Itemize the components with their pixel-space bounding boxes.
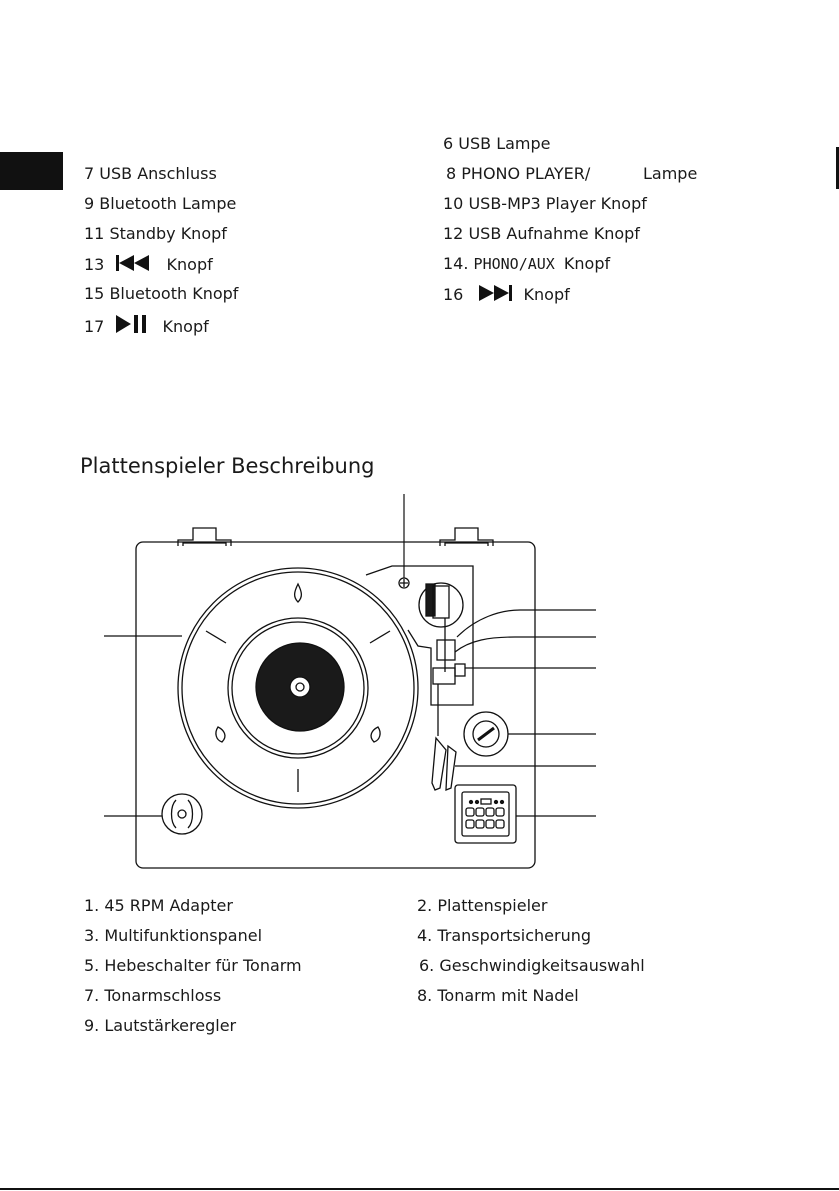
page-edge-marker — [836, 147, 839, 189]
tonearm-pivot — [418, 582, 464, 628]
section-title: Plattenspieler Beschreibung — [80, 454, 375, 478]
rpm-adapter — [161, 793, 203, 835]
legend-item-13-label: Knopf — [166, 255, 213, 274]
platter — [177, 567, 419, 809]
tonearm-headshell — [431, 736, 447, 791]
part-3: 3. Multifunktionspanel — [84, 926, 263, 945]
legend-item-9: 9 Bluetooth Lampe — [84, 194, 237, 213]
legend-item-8-suffix: Lampe — [643, 164, 698, 183]
part-9: 9. Lautstärkeregler — [84, 1016, 237, 1035]
legend-item-7: 7 USB Anschluss — [84, 164, 217, 183]
legend-item-17-label: Knopf — [162, 317, 209, 336]
legend-item-13-number: 13 — [84, 255, 105, 274]
previous-track-icon — [116, 255, 150, 271]
part-8: 8. Tonarm mit Nadel — [417, 986, 579, 1005]
legend-item-16-number: 16 — [443, 285, 464, 304]
legend-item-13: 13 Knopf — [84, 254, 213, 275]
next-track-icon — [479, 285, 513, 301]
legend-item-14-label: Knopf — [563, 254, 611, 273]
legend-item-15: 15 Bluetooth Knopf — [84, 284, 239, 303]
part-7: 7. Tonarmschloss — [84, 986, 222, 1005]
legend-item-14: 14. PHONO/AUX Knopf — [443, 254, 610, 274]
legend-item-6: 6 USB Lampe — [443, 134, 551, 153]
multifunction-panel — [454, 784, 517, 844]
part-5: 5. Hebeschalter für Tonarm — [84, 956, 302, 975]
legend-item-16-label: Knopf — [523, 285, 570, 304]
legend-item-14-mode: PHONO/AUX — [473, 255, 555, 273]
hinge-right — [439, 527, 494, 546]
legend-item-17: 17 Knopf — [84, 314, 209, 337]
part-4: 4. Transportsicherung — [417, 926, 592, 945]
part-2: 2. Plattenspieler — [417, 896, 548, 915]
bottom-rule — [0, 1188, 839, 1190]
hinge-left — [177, 527, 232, 546]
part-6: 6. Geschwindigkeitsauswahl — [419, 956, 645, 975]
leader-lines — [104, 494, 596, 817]
turntable-body — [135, 541, 536, 869]
legend-item-10: 10 USB-MP3 Player Knopf — [443, 194, 647, 213]
play-pause-icon — [116, 315, 147, 333]
legend-item-14-number: 14. — [443, 254, 469, 273]
tonearm-base — [365, 565, 474, 706]
legend-item-17-number: 17 — [84, 317, 105, 336]
legend-item-11: 11 Standby Knopf — [84, 224, 227, 243]
legend-item-16: 16 Knopf — [443, 284, 570, 305]
page-tab-marker — [0, 152, 63, 190]
part-1: 1. 45 RPM Adapter — [84, 896, 233, 915]
legend-item-12: 12 USB Aufnahme Knopf — [443, 224, 640, 243]
turntable-diagram — [104, 494, 596, 869]
legend-item-8: 8 PHONO PLAYER/ — [446, 164, 591, 183]
